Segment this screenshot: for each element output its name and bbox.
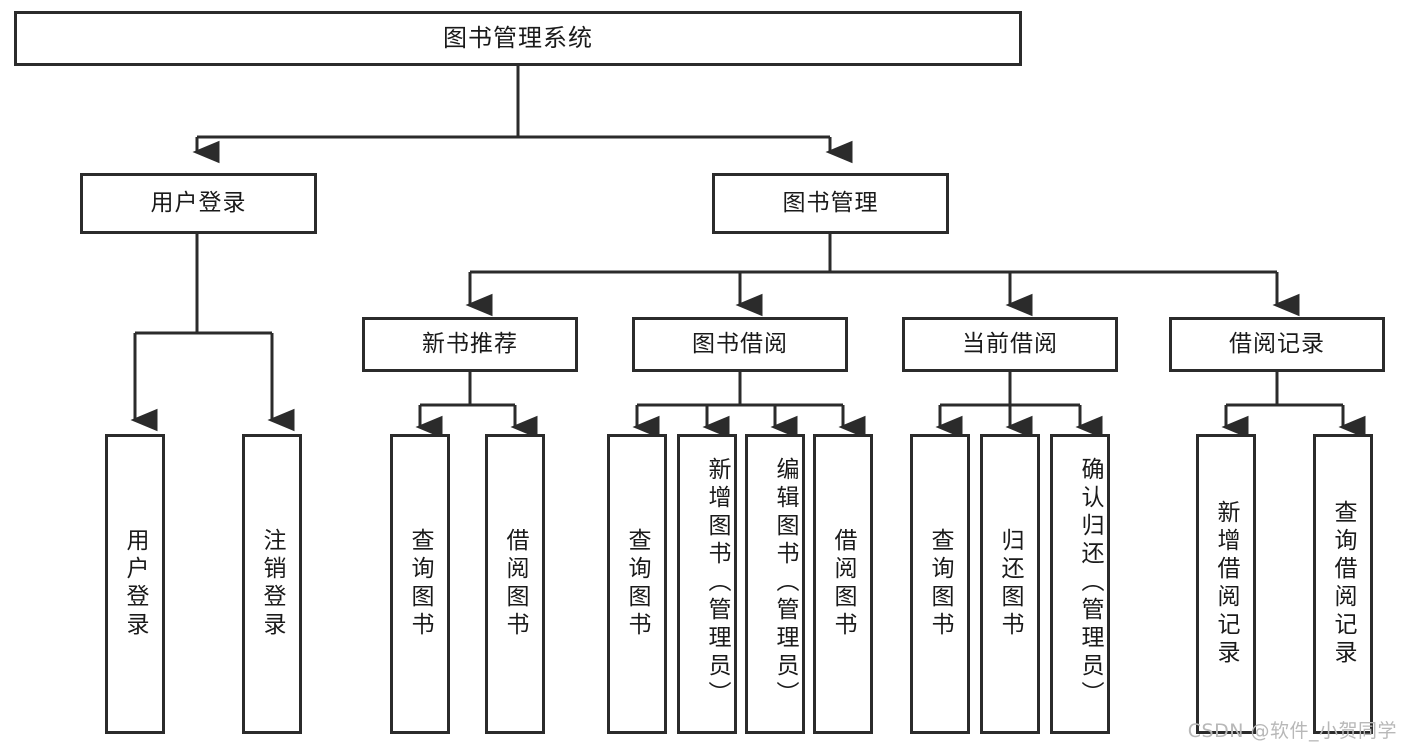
node-label: 注销登录: [259, 528, 285, 640]
leaf-new-book-query[interactable]: 查询图书: [390, 434, 450, 734]
node-label: 借阅图书: [830, 528, 856, 640]
node-label: 图书管理: [782, 189, 879, 216]
node-book-borrow[interactable]: 图书借阅: [632, 317, 848, 372]
node-borrow-records[interactable]: 借阅记录: [1169, 317, 1385, 372]
node-label: 确认归还（管理员）: [1077, 457, 1103, 709]
leaf-current-borrow-return[interactable]: 归还图书: [980, 434, 1040, 734]
node-label: 图书管理系统: [443, 24, 593, 53]
node-current-borrow[interactable]: 当前借阅: [902, 317, 1118, 372]
node-label: 借阅记录: [1229, 330, 1325, 357]
node-label: 用户登录: [150, 189, 247, 216]
node-label: 新增借阅记录: [1213, 500, 1239, 668]
leaf-book-borrow-edit[interactable]: 编辑图书（管理员）: [745, 434, 805, 734]
node-user-login[interactable]: 用户登录: [80, 173, 317, 234]
leaf-new-book-borrow[interactable]: 借阅图书: [485, 434, 545, 734]
node-label: 新书推荐: [422, 330, 518, 357]
leaf-borrow-record-query[interactable]: 查询借阅记录: [1313, 434, 1373, 734]
node-label: 当前借阅: [962, 330, 1058, 357]
node-label: 查询借阅记录: [1330, 500, 1356, 668]
leaf-book-borrow-add[interactable]: 新增图书（管理员）: [677, 434, 737, 734]
node-label: 查询图书: [407, 528, 433, 640]
node-label: 查询图书: [624, 528, 650, 640]
node-label: 用户登录: [122, 528, 148, 640]
leaf-book-borrow-borrow[interactable]: 借阅图书: [813, 434, 873, 734]
leaf-current-borrow-query[interactable]: 查询图书: [910, 434, 970, 734]
node-label: 归还图书: [997, 528, 1023, 640]
leaf-user-login-login[interactable]: 用户登录: [105, 434, 165, 734]
leaf-borrow-record-add[interactable]: 新增借阅记录: [1196, 434, 1256, 734]
watermark-text: CSDN @软件_小贺同学: [1187, 720, 1397, 742]
node-label: 查询图书: [927, 528, 953, 640]
leaf-user-login-logout[interactable]: 注销登录: [242, 434, 302, 734]
node-label: 编辑图书（管理员）: [772, 457, 798, 709]
node-label: 图书借阅: [692, 330, 788, 357]
node-new-book-recommend[interactable]: 新书推荐: [362, 317, 578, 372]
leaf-book-borrow-query[interactable]: 查询图书: [607, 434, 667, 734]
node-label: 借阅图书: [502, 528, 528, 640]
node-root-system[interactable]: 图书管理系统: [14, 11, 1022, 66]
node-book-management[interactable]: 图书管理: [712, 173, 949, 234]
leaf-current-borrow-confirm[interactable]: 确认归还（管理员）: [1050, 434, 1110, 734]
node-label: 新增图书（管理员）: [704, 457, 730, 709]
